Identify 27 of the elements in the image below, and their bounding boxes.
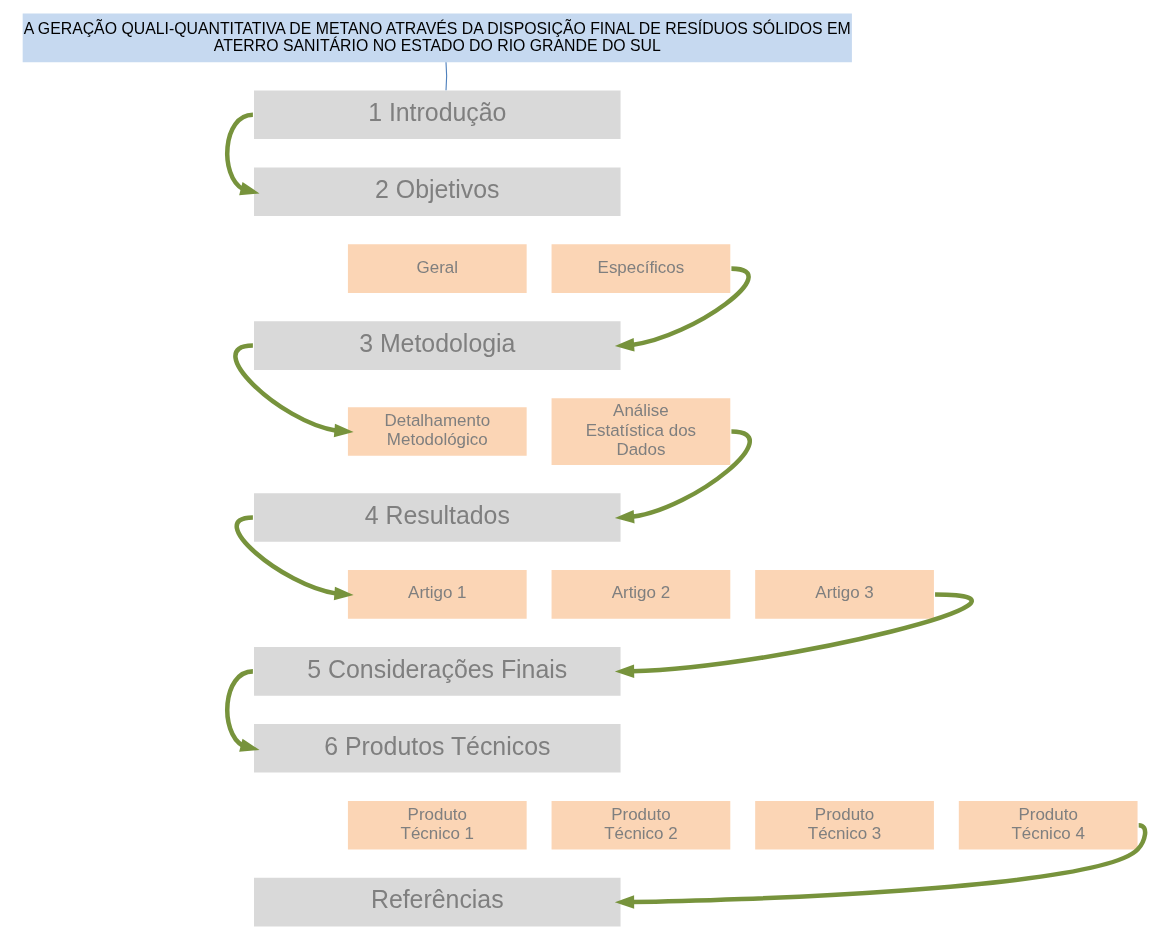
- node-box: Produto Técnico 1: [347, 800, 527, 850]
- node-box: 6 Produtos Técnicos: [253, 723, 621, 773]
- arrow: [614, 591, 973, 678]
- node-box: Produto Técnico 3: [754, 800, 934, 850]
- node-box: 1 Introdução: [253, 89, 621, 139]
- arrow: [234, 514, 354, 600]
- node-box: Geral: [347, 243, 527, 293]
- connector: [444, 61, 447, 91]
- arrow: [614, 428, 752, 523]
- node-box: Produto Técnico 4: [958, 800, 1138, 850]
- node-box: Artigo 2: [551, 569, 730, 619]
- node-box: 4 Resultados: [253, 492, 621, 542]
- node-box: Referências: [253, 877, 621, 926]
- node-box: 5 Considerações Finais: [253, 646, 621, 696]
- node-box: Artigo 1: [347, 569, 527, 619]
- arrow: [232, 342, 354, 437]
- arrow: [224, 668, 260, 752]
- node-box: 2 Objetivos: [253, 166, 621, 216]
- arrow: [224, 112, 260, 195]
- arrow: [614, 265, 750, 351]
- node-box: A GERAÇÃO QUALI-QUANTITATIVA DE METANO ATRAVÉS DA DISPOSIÇÃO FINAL DE RESÍDUOS SÓLIDOS EM ATERRO SANITÁRIO NO ESTADO DO RIO GRANDE DO SUL: [22, 13, 852, 62]
- node-box: Artigo 3: [754, 569, 934, 619]
- node-box: Análise Estatística dos Dados: [551, 397, 730, 465]
- node-box: 3 Metodologia: [253, 320, 621, 370]
- node-box: Específicos: [551, 243, 730, 293]
- node-box: Detalhamento Metodológico: [347, 406, 527, 456]
- node-box: Produto Técnico 2: [551, 800, 730, 850]
